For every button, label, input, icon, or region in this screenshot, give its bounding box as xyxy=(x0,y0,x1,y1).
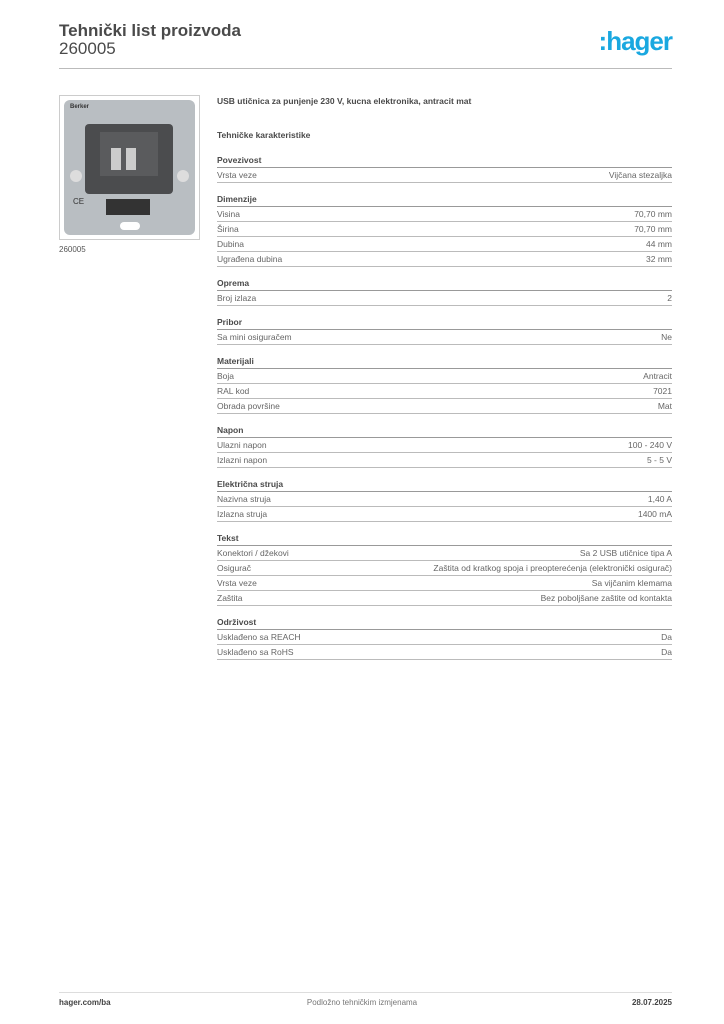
spec-value: 44 mm xyxy=(646,239,672,249)
spec-value: 1,40 A xyxy=(647,494,672,504)
spec-row: Izlazna struja 1400 mA xyxy=(217,507,672,522)
spec-value: Ne xyxy=(661,332,672,342)
spec-row: Obrada površine Mat xyxy=(217,399,672,414)
spec-row: Ugrađena dubina 32 mm xyxy=(217,252,672,267)
spec-label: Izlazni napon xyxy=(217,455,268,465)
spec-row: RAL kod 7021 xyxy=(217,384,672,399)
footer-note: Podložno tehničkim izmjenama xyxy=(306,998,418,1007)
svg-text:CE: CE xyxy=(73,197,84,206)
spec-label: Osigurač xyxy=(217,563,252,573)
spec-label: Boja xyxy=(217,371,235,381)
spec-row: Sa mini osiguračem Ne xyxy=(217,330,672,345)
spec-label: Vrsta veze xyxy=(217,578,257,588)
spec-label: Izlazna struja xyxy=(217,509,268,519)
spec-label: Usklađeno sa REACH xyxy=(217,632,301,642)
product-description: USB utičnica za punjenje 230 V, kucna el… xyxy=(217,96,472,106)
section-title: Tekst xyxy=(217,531,672,546)
product-image: Berker CE xyxy=(59,95,200,240)
header-divider xyxy=(59,68,672,69)
spec-row: Konektori / džekovi Sa 2 USB utičnice tip… xyxy=(217,546,672,561)
spec-content: USB utičnica za punjenje 230 V, kucna el… xyxy=(217,96,672,660)
hager-logo: :hager xyxy=(598,26,673,56)
spec-value: Zaštita od kratkog spoja i preopterećenj… xyxy=(433,563,672,573)
spec-label: RAL kod xyxy=(217,386,250,396)
spec-value: 100 - 240 V xyxy=(628,440,672,450)
spec-value: 70,70 mm xyxy=(634,224,672,234)
section-title: Održivost xyxy=(217,615,672,630)
spec-value: 5 - 5 V xyxy=(646,455,672,465)
spec-label: Ugrađena dubina xyxy=(217,254,283,264)
spec-label: Nazivna struja xyxy=(217,494,271,504)
section-title: Dimenzije xyxy=(217,192,672,207)
spec-row: Širina 70,70 mm xyxy=(217,222,672,237)
specs-heading: Tehničke karakteristike xyxy=(217,130,311,140)
spec-row: Zaštita Bez poboljšane zaštite od kontakt… xyxy=(217,591,672,606)
footer-divider xyxy=(59,992,672,993)
spec-label: Sa mini osiguračem xyxy=(217,332,292,342)
spec-value: Mat xyxy=(657,401,672,411)
spec-row: Ulazni napon 100 - 240 V xyxy=(217,438,672,453)
footer-website[interactable]: hager.com/ba xyxy=(59,998,111,1007)
spec-row: Visina 70,70 mm xyxy=(217,207,672,222)
page-title: Tehnički list proizvoda xyxy=(59,21,241,40)
spec-value: 7021 xyxy=(653,386,672,396)
spec-value: Sa vijčanim klemama xyxy=(591,578,672,588)
footer-date: 28.07.2025 xyxy=(631,998,672,1007)
spec-row: Usklađeno sa RoHS Da xyxy=(217,645,672,660)
spec-row: Usklađeno sa REACH Da xyxy=(217,630,672,645)
spec-value: Da xyxy=(661,632,672,642)
spec-value: Vijčana stezaljka xyxy=(608,170,672,180)
section-title: Povezivost xyxy=(217,153,672,168)
spec-label: Usklađeno sa RoHS xyxy=(217,647,294,657)
spec-row: Dubina 44 mm xyxy=(217,237,672,252)
spec-value: 2 xyxy=(667,293,672,303)
section-title: Materijali xyxy=(217,354,672,369)
image-caption: 260005 xyxy=(59,245,86,254)
spec-label: Konektori / džekovi xyxy=(217,548,289,558)
spec-row: Vrsta veze Vijčana stezaljka xyxy=(217,168,672,183)
spec-label: Visina xyxy=(217,209,240,219)
spec-value: Sa 2 USB utičnice tipa A xyxy=(579,548,672,558)
spec-label: Obrada površine xyxy=(217,401,280,411)
spec-row: Vrsta veze Sa vijčanim klemama xyxy=(217,576,672,591)
spec-label: Broj izlaza xyxy=(217,293,257,303)
spec-value: Da xyxy=(661,647,672,657)
spec-label: Vrsta veze xyxy=(217,170,257,180)
section-title: Napon xyxy=(217,423,672,438)
section-title: Pribor xyxy=(217,315,672,330)
spec-value: Antracit xyxy=(643,371,672,381)
spec-value: 32 mm xyxy=(646,254,672,264)
spec-row: Nazivna struja 1,40 A xyxy=(217,492,672,507)
spec-label: Širina xyxy=(217,224,239,234)
spec-value: Bez poboljšane zaštite od kontakta xyxy=(540,593,672,603)
spec-value: 70,70 mm xyxy=(634,209,672,219)
spec-row: Izlazni napon 5 - 5 V xyxy=(217,453,672,468)
spec-label: Ulazni napon xyxy=(217,440,267,450)
spec-row: Osigurač Zaštita od kratkog spoja i preop… xyxy=(217,561,672,576)
spec-label: Dubina xyxy=(217,239,244,249)
spec-section: Pribor Sa mini osiguračem Ne xyxy=(217,315,672,345)
svg-text:Berker: Berker xyxy=(70,104,90,110)
section-title: Električna struja xyxy=(217,477,672,492)
spec-row: Broj izlaza 2 xyxy=(217,291,672,306)
spec-row: Boja Antracit xyxy=(217,369,672,384)
product-code: 260005 xyxy=(59,39,116,58)
spec-value: 1400 mA xyxy=(637,509,672,519)
spec-label: Zaštita xyxy=(217,593,243,603)
section-title: Oprema xyxy=(217,276,672,291)
